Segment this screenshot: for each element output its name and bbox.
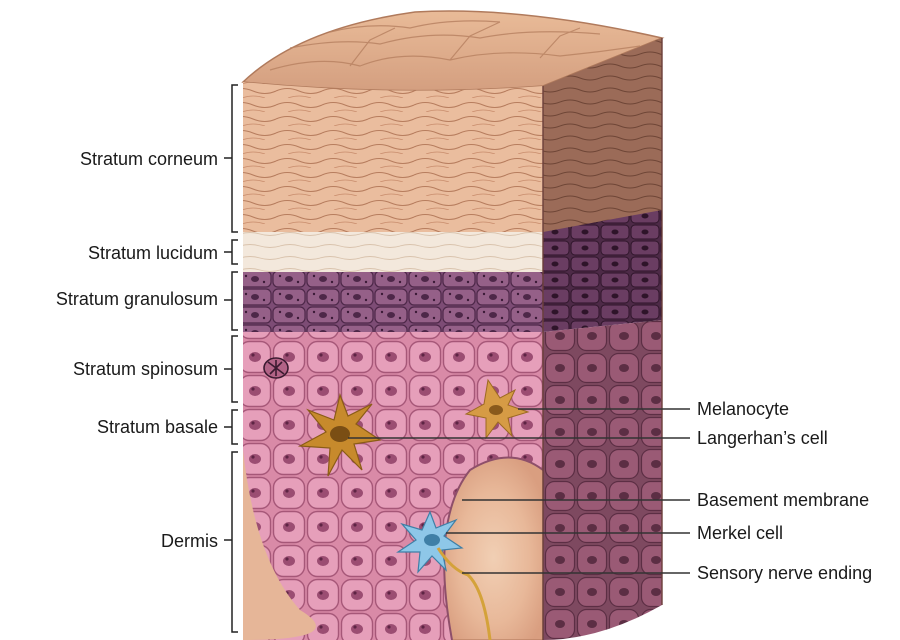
label-stratum-basale: Stratum basale bbox=[97, 417, 218, 437]
stratum-granulosum-region bbox=[243, 272, 543, 332]
label-langerhans-cell: Langerhan’s cell bbox=[697, 428, 828, 448]
label-merkel-cell: Merkel cell bbox=[697, 523, 783, 543]
bracket-granulosum bbox=[224, 272, 238, 330]
bracket-dermis bbox=[224, 452, 238, 632]
label-stratum-granulosum: Stratum granulosum bbox=[56, 289, 218, 309]
label-dermis: Dermis bbox=[161, 531, 218, 551]
bracket-basale bbox=[224, 410, 238, 444]
bracket-spinosum bbox=[224, 336, 238, 402]
bracket-lucidum bbox=[224, 240, 238, 264]
label-stratum-spinosum: Stratum spinosum bbox=[73, 359, 218, 379]
side-face bbox=[543, 30, 663, 640]
label-sensory-nerve-ending: Sensory nerve ending bbox=[697, 563, 872, 583]
side-spinosum bbox=[543, 320, 662, 640]
label-melanocyte: Melanocyte bbox=[697, 399, 789, 419]
stratum-lucidum-region bbox=[243, 232, 543, 272]
label-basement-membrane: Basement membrane bbox=[697, 490, 869, 510]
label-stratum-lucidum: Stratum lucidum bbox=[88, 243, 218, 263]
front-face bbox=[243, 60, 543, 640]
layer-brackets bbox=[224, 85, 238, 632]
mitotic-cell bbox=[264, 358, 288, 378]
bracket-corneum bbox=[224, 85, 238, 232]
label-stratum-corneum: Stratum corneum bbox=[80, 149, 218, 169]
